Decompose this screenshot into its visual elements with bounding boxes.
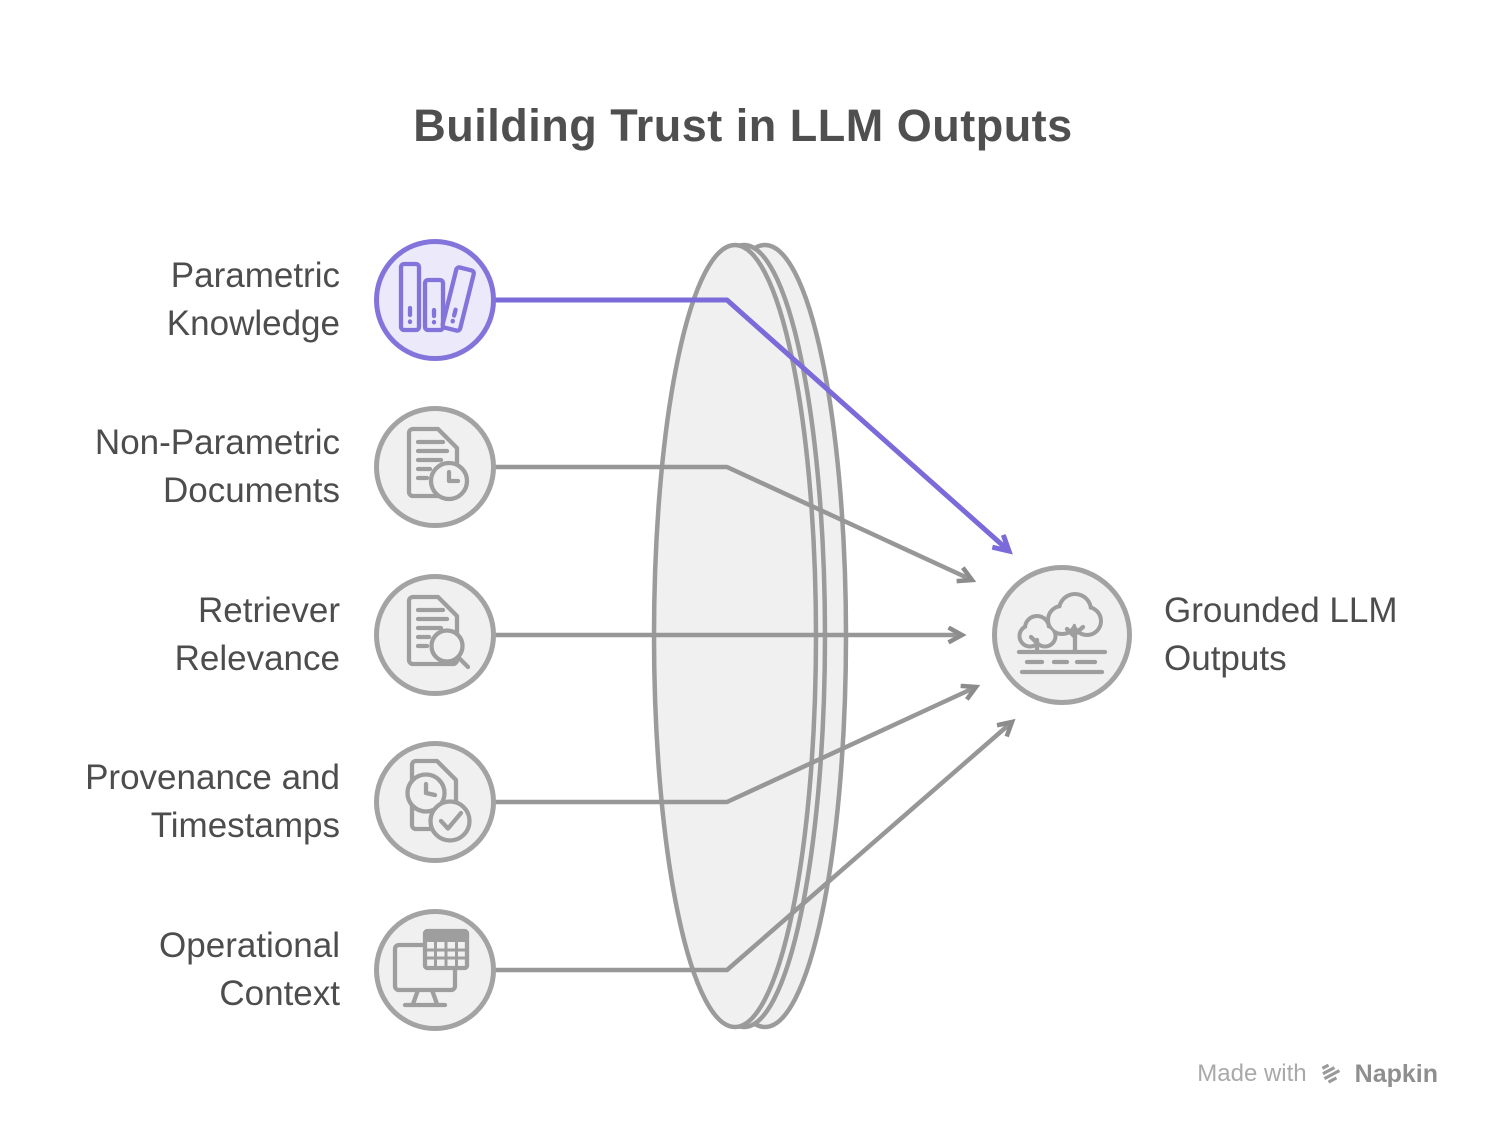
input-label-provenance-timestamps: Provenance and Timestamps (0, 754, 340, 850)
napkin-logo-icon (1321, 1063, 1340, 1084)
brand-text: Napkin (1354, 1059, 1438, 1088)
made-with-text: Made with (1197, 1060, 1307, 1087)
input-circle-provenance-timestamps (374, 741, 496, 863)
label-line: Outputs (1164, 639, 1287, 678)
label-line: Retriever (198, 591, 340, 630)
input-label-retriever-relevance: Retriever Relevance (0, 587, 340, 683)
input-circle-retriever-relevance (374, 574, 496, 696)
input-circle-parametric-knowledge (374, 239, 496, 361)
input-circle-operational-context (374, 909, 496, 1031)
label-line: Operational (159, 926, 340, 965)
input-label-parametric-knowledge: Parametric Knowledge (0, 252, 340, 348)
label-line: Relevance (174, 639, 340, 678)
document-search-icon (406, 594, 471, 670)
connector-non-parametric-documents (470, 464, 972, 580)
document-clock-icon (406, 426, 470, 502)
input-label-non-parametric-documents: Non-Parametric Documents (0, 419, 340, 515)
label-line: Documents (162, 471, 340, 510)
footer-attribution: Made with Napkin (1197, 1058, 1438, 1090)
input-label-operational-context: Operational Context (0, 922, 340, 1018)
input-circle-non-parametric-documents (374, 406, 496, 528)
connector-parametric-knowledge (470, 297, 1009, 551)
output-circle-grounded-llm-outputs (992, 565, 1132, 705)
monitor-table-icon (392, 928, 470, 1008)
label-line: Parametric (170, 256, 340, 295)
label-line: Non-Parametric (94, 423, 340, 462)
label-line: Knowledge (166, 304, 340, 343)
document-clock-check-icon (405, 758, 472, 843)
connector-provenance-timestamps (470, 687, 976, 805)
books-icon (398, 261, 476, 333)
page-title: Building Trust in LLM Outputs (413, 100, 1073, 151)
label-line: Grounded LLM (1164, 591, 1398, 630)
label-line: Provenance and (85, 758, 340, 797)
connector-operational-context (470, 722, 1012, 973)
label-line: Timestamps (150, 806, 340, 845)
trees-icon (1016, 592, 1108, 675)
label-line: Context (219, 974, 340, 1013)
output-label-grounded-llm-outputs: Grounded LLM Outputs (1164, 587, 1484, 683)
